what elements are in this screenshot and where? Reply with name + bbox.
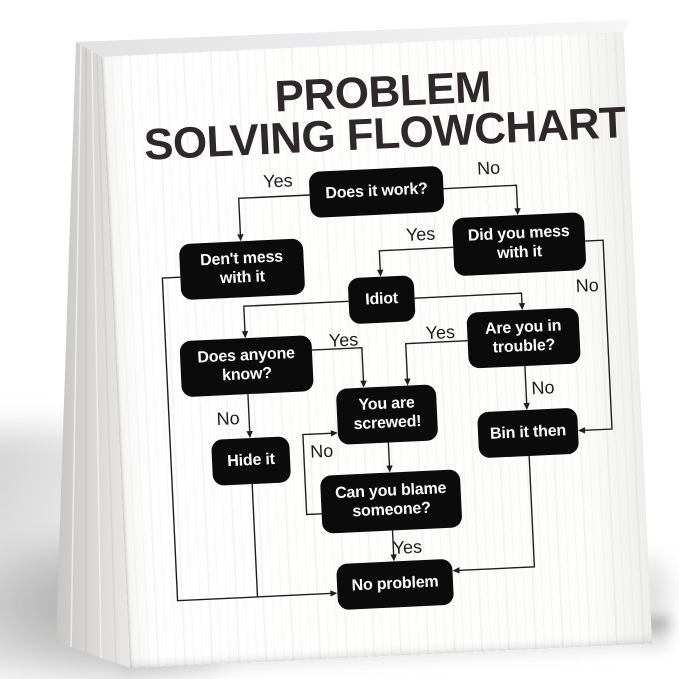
node-idiot: Idiot	[347, 275, 416, 325]
edge-label-does-anyone-know-no: No	[216, 408, 241, 430]
node-label: Did you mess with it	[467, 223, 570, 263]
edge-label-does-anyone-know-yes: Yes	[328, 329, 359, 351]
edge-does-anyone-know-yes	[311, 346, 367, 388]
node-label: Den't mess with it	[199, 248, 284, 288]
edge-you-are-screwed-to-blame	[386, 442, 393, 473]
node-bin-it-then: Bin it then	[477, 407, 580, 459]
node-label: Hide it	[226, 450, 276, 470]
node-hide-it: Hide it	[211, 436, 292, 486]
node-label: Bin it then	[489, 421, 567, 443]
node-label: Idiot	[364, 289, 399, 309]
node-you-are-screwed: You are screwed!	[335, 384, 439, 445]
edge-label-did-you-mess-yes: Yes	[405, 223, 436, 245]
node-no-problem: No problem	[336, 558, 455, 611]
wood-box-top-face	[76, 20, 630, 57]
edge-label-does-it-work-yes: Yes	[262, 170, 294, 192]
side-face-grain	[70, 44, 117, 664]
edge-bin-it-to-no-problem	[452, 455, 536, 574]
wood-box-side-face	[56, 42, 131, 668]
edge-label-are-you-in-trouble-yes: Yes	[425, 321, 456, 344]
node-label: Are you in trouble?	[484, 317, 562, 357]
node-label: Does anyone know?	[197, 345, 296, 385]
edge-dont-mess-to-no-problem	[161, 276, 338, 602]
edge-label-blame-no: No	[309, 440, 334, 462]
edge-label-does-it-work-no: No	[476, 157, 501, 179]
edge-label-did-you-mess-no: No	[575, 274, 600, 297]
node-label: No problem	[351, 573, 439, 595]
edge-hide-it-to-no-problem	[251, 483, 259, 597]
wood-box-front-face: PROBLEM SOLVING FLOWCHART	[101, 32, 653, 668]
edge-does-anyone-know-no	[246, 394, 253, 439]
node-does-anyone-know: Does anyone know?	[179, 335, 314, 398]
edge-label-blame-yes: Yes	[392, 536, 423, 558]
edge-label-are-you-in-trouble-no: No	[530, 377, 555, 399]
node-can-you-blame-someone: Can you blame someone?	[319, 469, 463, 534]
node-label: Can you blame someone?	[334, 480, 447, 521]
node-label: Does it work?	[325, 180, 429, 202]
node-does-it-work: Does it work?	[308, 165, 445, 218]
edge-are-you-in-trouble-yes	[404, 340, 468, 386]
edge-did-you-mess-yes	[377, 246, 454, 277]
node-are-you-in-trouble: Are you in trouble?	[466, 307, 581, 369]
node-dont-mess-with-it: Den't mess with it	[178, 238, 306, 301]
edge-does-it-work-no	[443, 184, 521, 216]
edge-are-you-in-trouble-no	[523, 366, 530, 411]
sign-title: PROBLEM SOLVING FLOWCHART	[121, 59, 646, 169]
edge-does-it-work-yes	[237, 194, 310, 242]
node-label: You are screwed!	[353, 394, 422, 434]
node-did-you-mess-with-it: Did you mess with it	[451, 212, 587, 277]
